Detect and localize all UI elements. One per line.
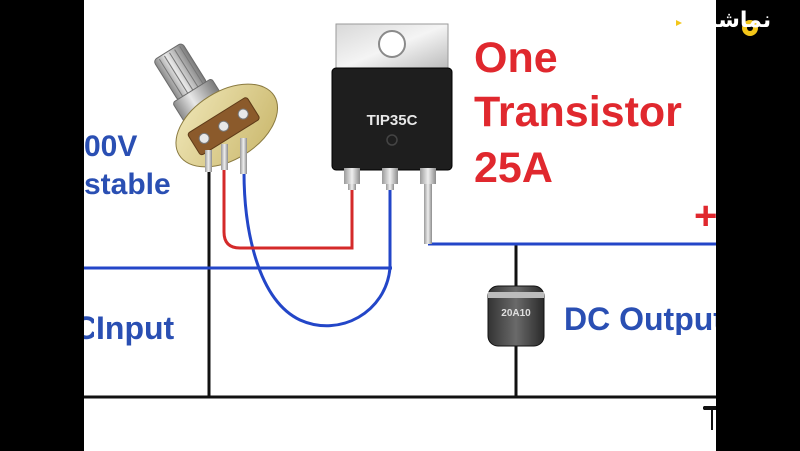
letterbox-right	[716, 0, 800, 451]
transistor-mount-hole	[378, 30, 406, 58]
input-voltage-label: 00V	[84, 130, 138, 163]
diode-part-number: 20A10	[501, 308, 531, 319]
pot-pin-3	[240, 138, 247, 174]
letterbox-left	[0, 0, 84, 451]
pot-pin-1	[205, 150, 212, 172]
power-transistor	[331, 23, 453, 244]
output-plus-sign: +	[694, 196, 716, 236]
pot-pin-2	[221, 144, 228, 170]
transistor-pin-emitter	[424, 168, 432, 244]
title-line-1: One	[474, 34, 558, 82]
transistor-part-number: TIP35C	[367, 112, 418, 129]
diode-body	[487, 285, 545, 347]
output-minus-mark	[704, 406, 716, 410]
namasha-watermark: نماشا	[670, 6, 796, 40]
title-line-2: Transistor	[474, 91, 682, 134]
potentiometer	[154, 43, 279, 174]
rectifier-diode	[487, 285, 545, 347]
dc-input-prefix-fragment: C	[84, 312, 94, 344]
pot-to-base-wire	[222, 166, 354, 250]
diode-cathode-band	[488, 292, 544, 298]
namasha-logo-icon	[676, 20, 758, 36]
dc-output-label: DC Output	[564, 303, 716, 335]
pot-wiper-to-collector-wire	[242, 171, 392, 328]
title-line-3: 25A	[474, 144, 553, 192]
adjustable-label: stable	[84, 168, 171, 201]
dc-input-label: Input	[96, 310, 175, 346]
namasha-brand-text: نماشا	[710, 8, 772, 33]
